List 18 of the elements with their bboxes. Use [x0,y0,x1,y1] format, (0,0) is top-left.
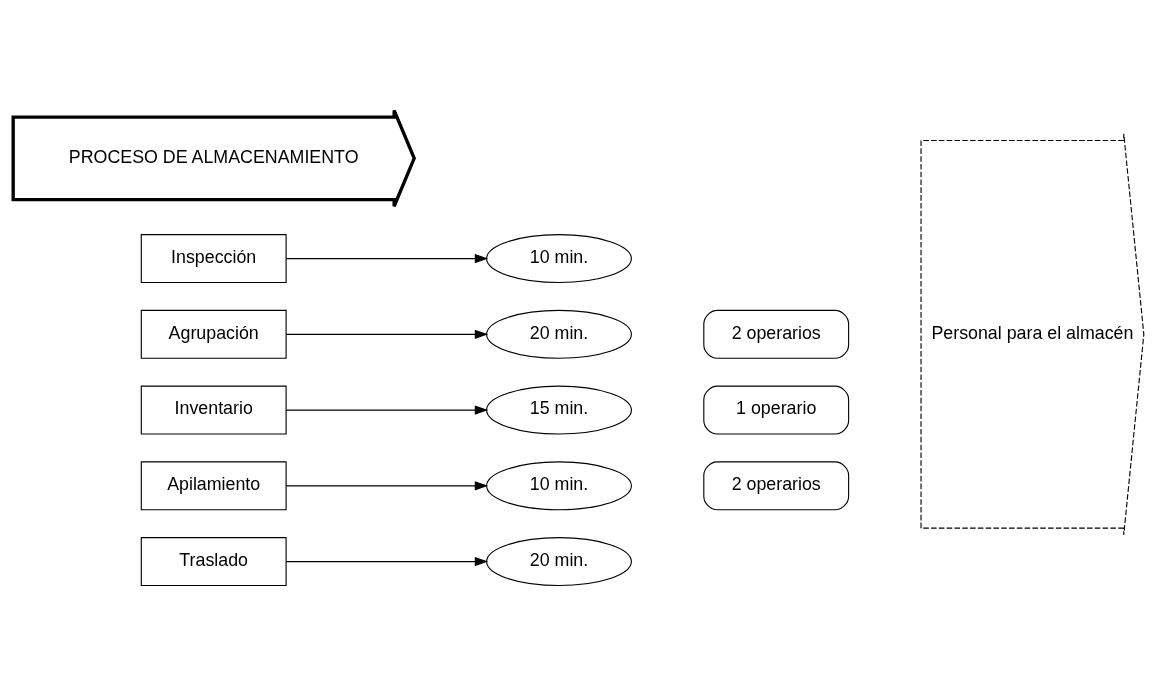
node-box: Agrupación [140,309,287,359]
node-ellipse: 15 min. [486,385,632,435]
node-ellipse: 20 min. [486,309,632,359]
node-box: 2 operarios [703,460,850,510]
arrow [285,329,489,339]
node-box: Traslado [140,536,287,586]
node-ellipse: 20 min. [486,536,632,586]
node-ellipse: 10 min. [486,460,632,510]
node-box: 1 operario [703,385,850,435]
arrow [285,404,489,415]
node-box: Apilamiento [140,460,287,510]
arrow [285,480,489,491]
arrow [285,556,489,566]
arrow [285,253,489,263]
node-box: 2 operarios [703,309,850,359]
node-box: Inventario [140,385,287,435]
node-box: Inspección [140,233,287,283]
node-ellipse: 10 min. [486,233,632,283]
